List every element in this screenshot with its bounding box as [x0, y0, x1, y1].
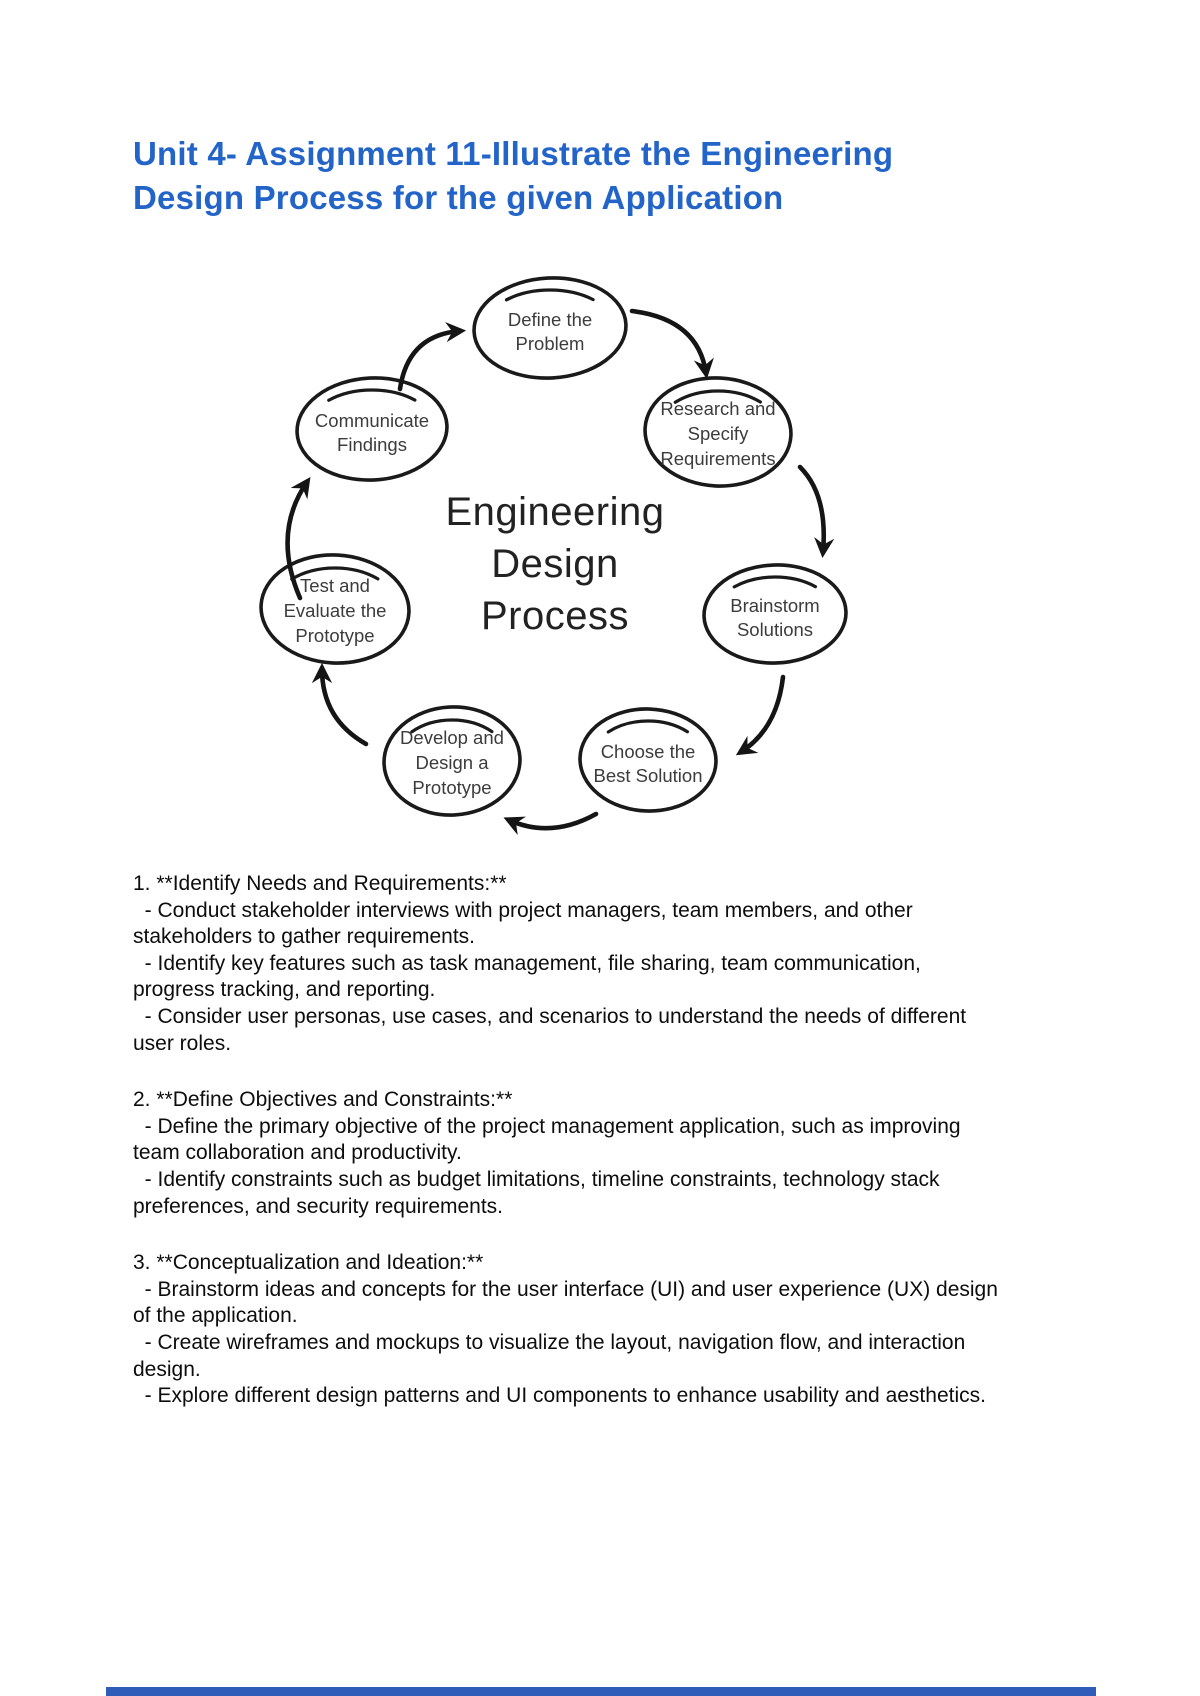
node-label-line: Brainstorm — [730, 595, 819, 616]
node-label-line: Develop and — [400, 727, 504, 748]
engineering-design-process-diagram: Engineering Design Process Define the Pr… — [250, 263, 870, 875]
body-line: user roles. — [133, 1031, 232, 1055]
body-line: of the application. — [133, 1304, 298, 1328]
arrow-brainstorm-to-choose — [735, 674, 786, 756]
center-label-line2: Design — [491, 542, 619, 586]
node-label-line: Problem — [516, 333, 585, 354]
arrow-define-to-research — [629, 308, 714, 380]
node-label-line: Design a — [415, 752, 489, 773]
node-label-line: Best Solution — [593, 765, 702, 786]
body-line: - Consider user personas, use cases, and… — [133, 1004, 967, 1028]
body-line: stakeholders to gather requirements. — [133, 925, 476, 949]
section-heading: 1. **Identify Needs and Requirements:** — [133, 872, 507, 895]
body-line: team collaboration and productivity. — [133, 1141, 462, 1165]
body-line: - Explore different design patterns and … — [133, 1384, 986, 1408]
node-research-and-specify-requirements: Research and Specify Requirements — [643, 376, 793, 488]
section-heading: 2. **Define Objectives and Constraints:*… — [133, 1088, 513, 1112]
body-line: - Define the primary objective of the pr… — [133, 1114, 961, 1138]
document-body: 1. **Identify Needs and Requirements:** … — [133, 871, 1083, 1440]
node-label-line: Evaluate the — [284, 600, 387, 621]
body-line: design. — [133, 1357, 201, 1381]
page-title: Unit 4- Assignment 11-Illustrate the Eng… — [133, 135, 894, 216]
node-brainstorm-solutions: Brainstorm Solutions — [702, 563, 848, 665]
arrow-develop-to-test — [311, 662, 369, 747]
node-label-line: Communicate — [315, 410, 429, 431]
node-label-line: Test and — [300, 575, 370, 596]
node-define-the-problem: Define the Problem — [472, 276, 628, 380]
process-cycle-svg: Engineering Design Process Define the Pr… — [259, 276, 848, 836]
node-choose-the-best-solution: Choose the Best Solution — [578, 707, 718, 813]
node-label-line: Findings — [337, 434, 407, 455]
node-label-line: Solutions — [737, 619, 813, 640]
section-define-objectives: 2. **Define Objectives and Constraints:*… — [133, 1087, 1083, 1220]
node-label-line: Define the — [508, 309, 592, 330]
node-test-and-evaluate-the-prototype: Test and Evaluate the Prototype — [259, 553, 411, 665]
footer-accent-bar — [106, 1687, 1096, 1696]
diagram-center-label: Engineering Design Process — [446, 490, 665, 638]
center-label-line3: Process — [481, 594, 629, 638]
body-line: progress tracking, and reporting. — [133, 978, 436, 1002]
arrow-research-to-brainstorm — [797, 464, 835, 559]
arrow-communicate-to-define — [397, 322, 467, 392]
body-line: preferences, and security requirements. — [133, 1194, 504, 1218]
center-label-line1: Engineering — [446, 490, 665, 534]
body-line: - Identify constraints such as budget li… — [133, 1167, 940, 1191]
node-communicate-findings: Communicate Findings — [295, 376, 449, 482]
section-heading: 3. **Conceptualization and Ideation:** — [133, 1251, 484, 1275]
node-label-line: Specify — [688, 423, 749, 444]
body-line: - Create wireframes and mockups to visua… — [133, 1330, 966, 1354]
section-identify-needs: 1. **Identify Needs and Requirements:** … — [133, 871, 1083, 1057]
node-label-line: Choose the — [601, 741, 696, 762]
node-develop-and-design-a-prototype: Develop and Design a Prototype — [382, 705, 522, 817]
node-label-line: Prototype — [412, 777, 491, 798]
body-line: - Brainstorm ideas and concepts for the … — [133, 1277, 998, 1301]
body-line: - Conduct stakeholder interviews with pr… — [133, 898, 913, 922]
node-label-line: Prototype — [295, 625, 374, 646]
arrow-test-to-communicate — [285, 476, 311, 601]
section-conceptualization: 3. **Conceptualization and Ideation:** -… — [133, 1250, 1083, 1410]
arrow-choose-to-develop — [503, 811, 599, 836]
node-label-line: Research and — [660, 398, 775, 419]
node-label-line: Requirements — [660, 448, 775, 469]
body-line: - Identify key features such as task man… — [133, 951, 921, 975]
